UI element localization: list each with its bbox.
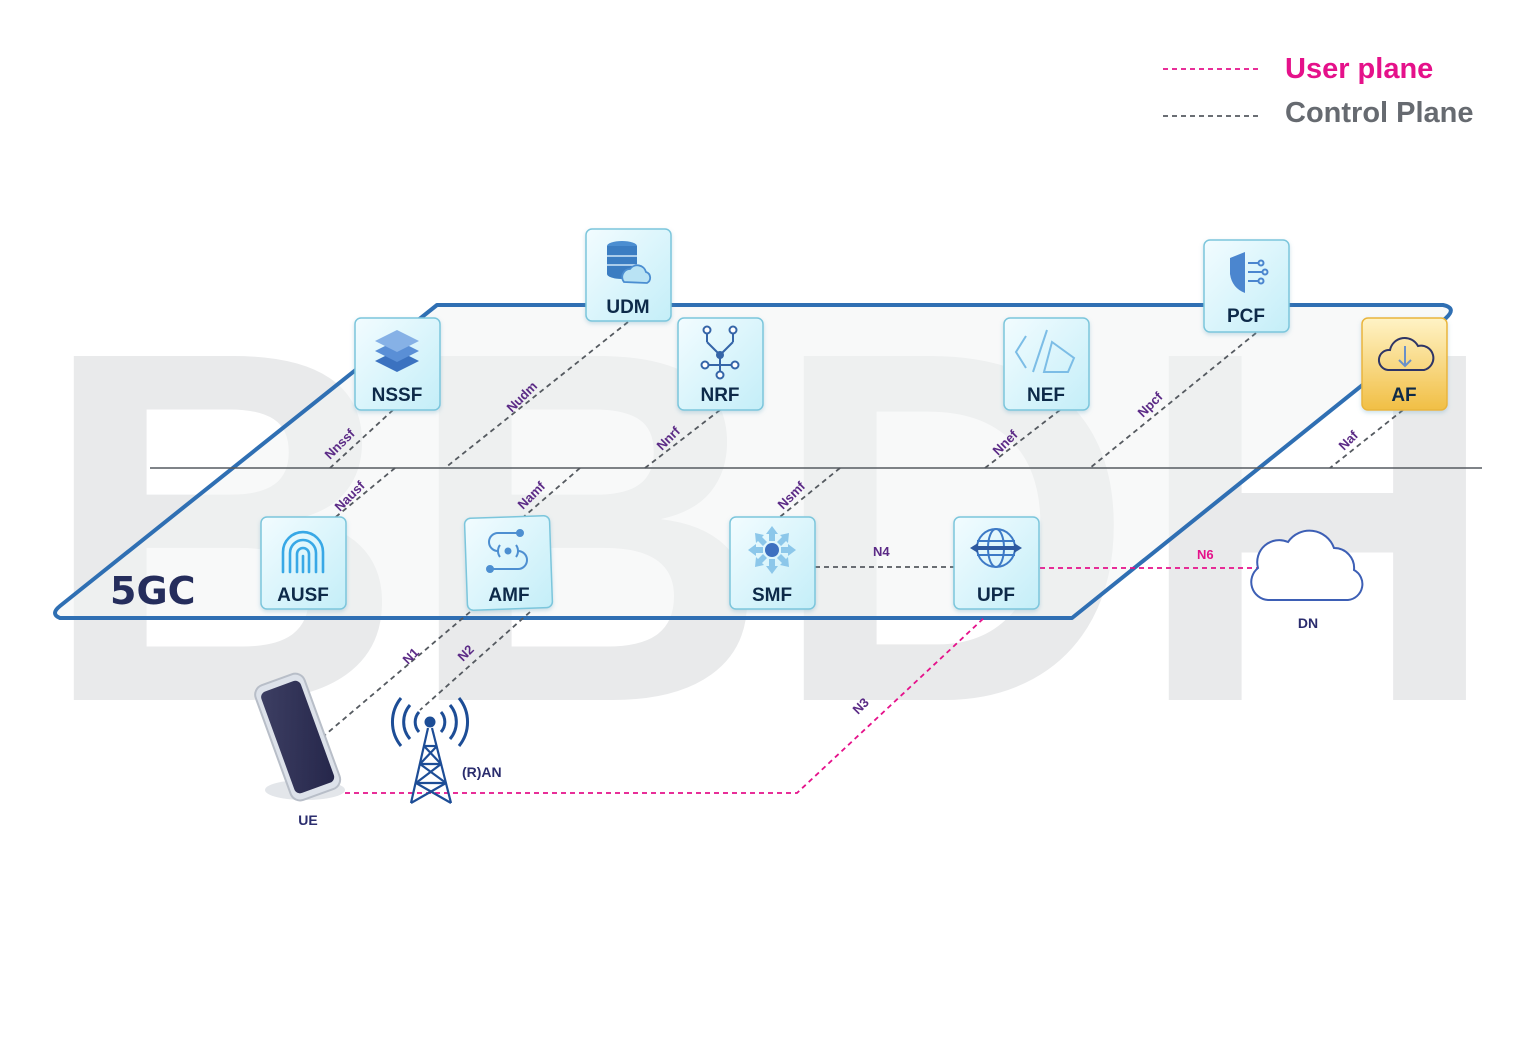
nf-upf[interactable]: UPF bbox=[953, 516, 1040, 610]
nf-nef-label: NEF bbox=[1027, 385, 1065, 406]
database-cloud-icon bbox=[607, 241, 652, 284]
arrows-hub-icon bbox=[748, 526, 796, 574]
nnef-link bbox=[984, 409, 1061, 469]
n3-link bbox=[345, 616, 986, 794]
nf-smf[interactable]: SMF bbox=[729, 516, 816, 610]
user-plane-links bbox=[345, 567, 1258, 794]
nf-ausf-label: AUSF bbox=[277, 585, 329, 606]
nudm-link bbox=[444, 321, 629, 469]
fingerprint-icon bbox=[281, 530, 325, 574]
ue-label: UE bbox=[298, 812, 317, 828]
n2-link bbox=[419, 611, 531, 711]
signal-path-icon bbox=[486, 529, 528, 573]
nf-udm-label: UDM bbox=[606, 297, 649, 318]
nf-smf-label: SMF bbox=[752, 585, 792, 606]
core-label: 5GC bbox=[110, 569, 196, 613]
nf-udm[interactable]: UDM bbox=[585, 228, 672, 322]
ran-node[interactable]: (R)AN bbox=[391, 697, 502, 804]
nnrf-link bbox=[644, 409, 721, 469]
nf-nrf-label: NRF bbox=[700, 385, 739, 406]
legend-control-plane-label: Control Plane bbox=[1285, 97, 1474, 129]
cell-tower-icon bbox=[391, 697, 469, 804]
nf-amf-label: AMF bbox=[488, 585, 529, 606]
nf-upf-label: UPF bbox=[977, 585, 1015, 606]
legend: User plane Control Plane bbox=[1163, 53, 1474, 129]
n1-link bbox=[324, 611, 471, 736]
nsmf-link bbox=[769, 467, 841, 526]
nf-nef[interactable]: NEF bbox=[1003, 317, 1090, 411]
dn-label: DN bbox=[1298, 615, 1318, 631]
layers-stack-icon bbox=[375, 330, 419, 372]
nf-af[interactable]: AF bbox=[1361, 317, 1448, 411]
cloud-download-icon bbox=[1378, 336, 1435, 371]
smartphone-icon bbox=[254, 672, 342, 802]
nf-pcf-label: PCF bbox=[1227, 306, 1265, 327]
nf-amf[interactable]: AMF bbox=[463, 514, 554, 611]
globe-arrows-icon bbox=[970, 528, 1022, 568]
nf-ausf[interactable]: AUSF bbox=[260, 516, 347, 610]
nf-nrf[interactable]: NRF bbox=[677, 317, 764, 411]
nf-nssf-label: NSSF bbox=[372, 385, 423, 406]
namf-link bbox=[519, 467, 581, 521]
api-code-icon bbox=[1014, 329, 1076, 373]
tree-network-icon bbox=[700, 325, 740, 380]
nf-pcf[interactable]: PCF bbox=[1203, 239, 1290, 333]
shield-network-icon bbox=[1230, 252, 1269, 293]
nf-nssf[interactable]: NSSF bbox=[354, 317, 441, 411]
ue-node[interactable]: UE bbox=[252, 671, 345, 828]
nf-af-label: AF bbox=[1391, 385, 1416, 406]
dn-node[interactable]: DN bbox=[1250, 529, 1364, 631]
iface-n6: N6 bbox=[1197, 547, 1214, 562]
cloud-icon bbox=[1250, 529, 1364, 601]
naf-link bbox=[1329, 409, 1404, 469]
legend-user-plane-label: User plane bbox=[1285, 53, 1433, 85]
ran-label: (R)AN bbox=[462, 764, 502, 780]
iface-n4: N4 bbox=[873, 544, 890, 559]
